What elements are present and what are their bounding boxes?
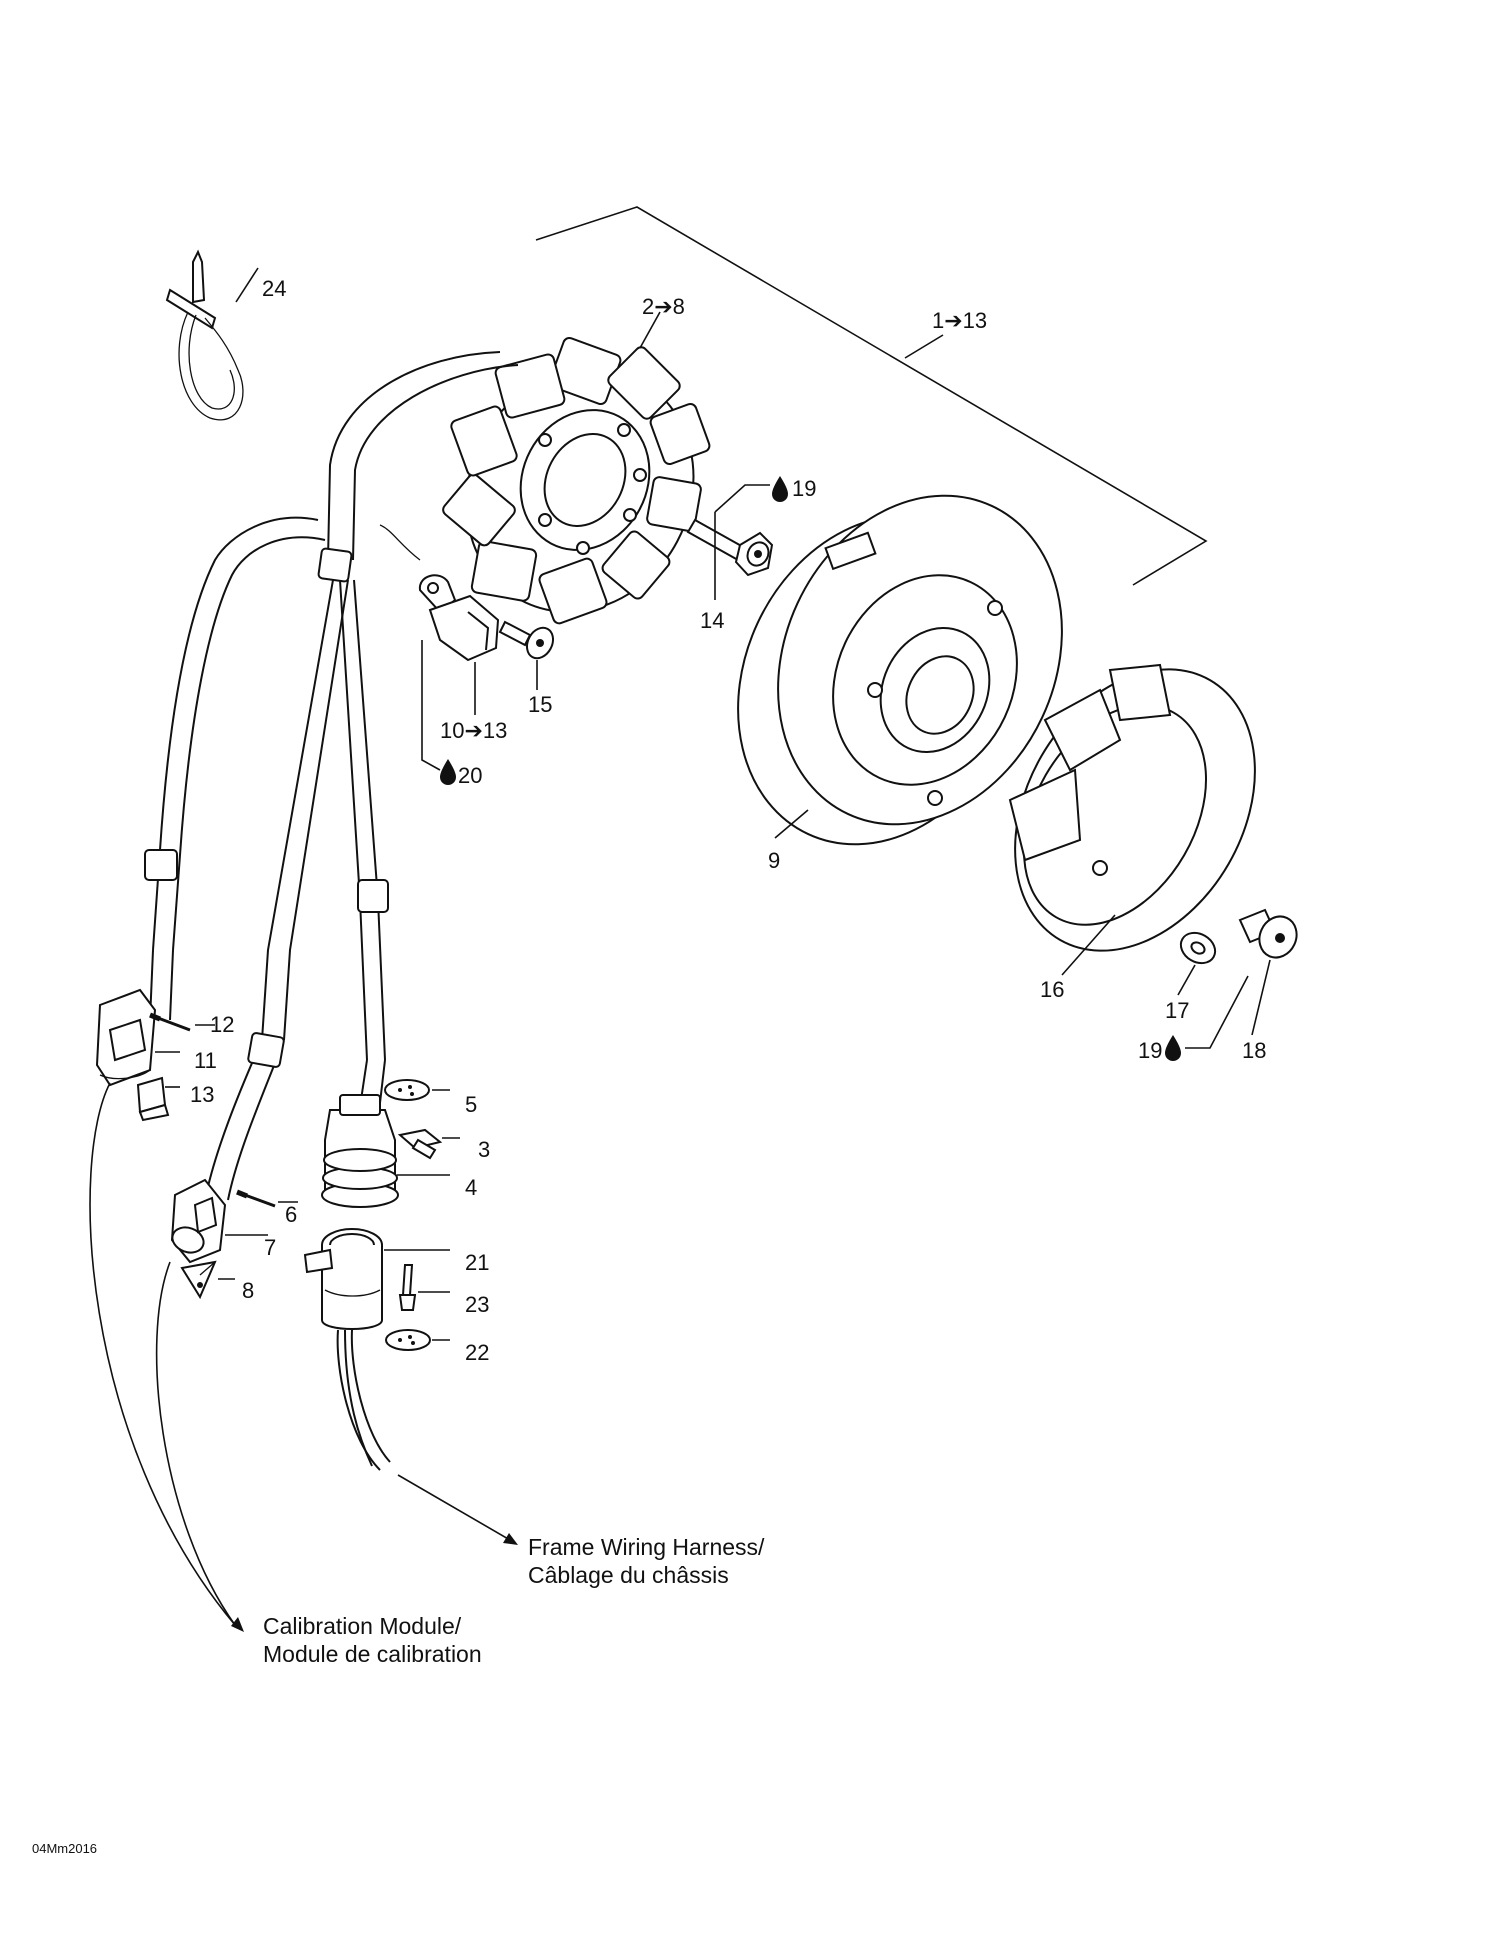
leader-19b: [1185, 975, 1249, 1049]
calibration-module-text-2: Module de calibration: [263, 1641, 482, 1667]
leader-20: [421, 640, 441, 771]
pin-6-part: [236, 1189, 276, 1208]
figure-code: 04Mm2016: [32, 1841, 97, 1856]
leader-18: [1251, 959, 1271, 1036]
label-21: 21: [465, 1250, 489, 1275]
label-23: 23: [465, 1292, 489, 1317]
label-20: 20: [458, 763, 482, 788]
label-11: 11: [194, 1048, 217, 1073]
cable-tie-part: [165, 249, 244, 421]
clip-8-part: [180, 1260, 217, 1300]
washer-17-part: [1179, 931, 1217, 965]
screw-14-part: [686, 518, 774, 577]
leader-2-8: [639, 311, 661, 349]
label-17: 17: [1165, 998, 1189, 1023]
terminal-3-part: [397, 1128, 443, 1160]
leader-19a: [714, 484, 770, 513]
trigger-sensor-part: [379, 524, 500, 662]
label-19b: 19: [1138, 1038, 1162, 1063]
flywheel-part: [737, 494, 1063, 846]
connector-housing-4-part: [321, 1094, 399, 1208]
label-2-8: 2➔8: [642, 294, 685, 319]
connector-11-part: [95, 988, 157, 1087]
label-9: 9: [768, 848, 780, 873]
label-16: 16: [1040, 977, 1064, 1002]
bolt-18-part: [1238, 908, 1298, 959]
clip-13-part: [136, 1076, 170, 1122]
seal-5-part: [384, 1079, 430, 1101]
leader-24: [235, 267, 259, 303]
connector-7-part: [170, 1178, 227, 1264]
terminal-23-part: [398, 1264, 417, 1311]
label-24: 24: [262, 276, 286, 301]
label-12: 12: [210, 1012, 234, 1037]
label-6: 6: [285, 1202, 297, 1227]
drop-icon-19b: [1165, 1035, 1181, 1061]
label-1-13: 1➔13: [932, 308, 987, 333]
pin-12-part: [149, 1012, 191, 1032]
drop-icon-20: [440, 759, 456, 785]
leader-9: [774, 809, 809, 839]
leader-17: [1177, 964, 1196, 996]
label-3: 3: [478, 1137, 490, 1162]
stator-part: [442, 336, 711, 625]
label-5: 5: [465, 1092, 477, 1117]
frame-harness-arrow: [397, 1474, 518, 1545]
screw-15-part: [498, 620, 554, 660]
calibration-module-arrow: [89, 1082, 244, 1632]
harness-cables: [144, 351, 519, 1471]
connector-21-part: [303, 1228, 383, 1330]
calibration-module-text-1: Calibration Module/: [263, 1613, 462, 1639]
assembly-bracket: [535, 206, 1208, 586]
label-13: 13: [190, 1082, 214, 1107]
label-22: 22: [465, 1340, 489, 1365]
trigger-wheel-part: [1008, 663, 1256, 952]
label-14: 14: [700, 608, 724, 633]
label-15: 15: [528, 692, 552, 717]
frame-harness-text-1: Frame Wiring Harness/: [528, 1534, 765, 1560]
label-18: 18: [1242, 1038, 1266, 1063]
label-19a: 19: [792, 476, 816, 501]
leader-16: [1061, 914, 1116, 976]
drop-icon-19a: [772, 476, 788, 502]
label-4: 4: [465, 1175, 477, 1200]
label-7: 7: [264, 1235, 276, 1260]
frame-harness-text-2: Câblage du châssis: [528, 1562, 729, 1588]
label-8: 8: [242, 1278, 254, 1303]
seal-22-part: [385, 1329, 431, 1351]
label-10-13: 10➔13: [440, 718, 507, 743]
